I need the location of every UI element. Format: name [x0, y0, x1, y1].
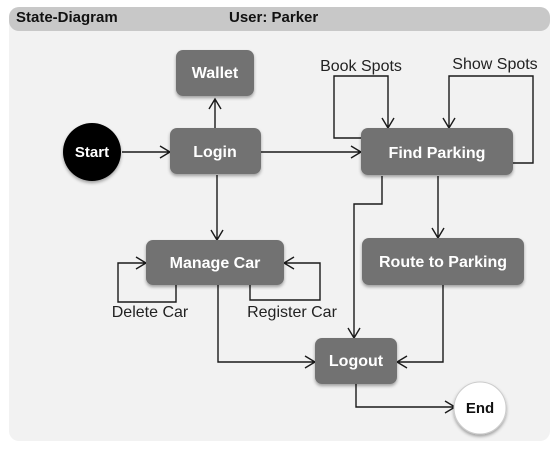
wallet-node-shape [176, 50, 254, 96]
login-node-shape [170, 128, 261, 174]
route-to-parking-node-shape [362, 238, 524, 285]
logout-node-label: Logout [329, 353, 384, 370]
logout-node-shape [315, 338, 397, 384]
state-end[interactable]: End [453, 381, 507, 435]
state-find-parking[interactable]: Find Parking [361, 128, 513, 175]
edge-managecar-logout [217, 285, 317, 369]
edge-label-show-spots: Show Spots [452, 56, 537, 73]
edge-label-register-car: Register Car [247, 304, 337, 321]
edge-login-findparking [261, 145, 363, 159]
end-node-label: End [466, 400, 494, 417]
wallet-node-label: Wallet [192, 65, 239, 82]
edge-login-wallet [208, 97, 222, 128]
diagram-canvas [9, 7, 550, 441]
edge-findparking-route [431, 176, 445, 240]
route-to-parking-node-label: Route to Parking [379, 254, 507, 271]
login-node-label: Login [193, 144, 237, 161]
state-wallet[interactable]: Wallet [176, 50, 254, 96]
edge-logout-end [355, 384, 457, 414]
diagram-title: State-Diagram [16, 9, 118, 26]
user-label: User: Parker [229, 9, 319, 26]
state-logout[interactable]: Logout [315, 338, 397, 384]
edge-label-book-spots: Book Spots [320, 58, 402, 75]
start-node-shape [63, 123, 121, 181]
edge-label-delete-car: Delete Car [112, 304, 189, 321]
state-start[interactable]: Start [63, 123, 121, 181]
edge-login-managecar [210, 175, 224, 242]
edge-start-login [122, 145, 172, 159]
state-login[interactable]: Login [170, 128, 261, 174]
find-parking-node-label: Find Parking [389, 145, 486, 162]
manage-car-node-label: Manage Car [170, 255, 261, 272]
end-node-shape [453, 381, 507, 435]
state-manage-car[interactable]: Manage Car [146, 240, 284, 285]
start-node-label: Start [75, 144, 109, 161]
header-bar [9, 7, 550, 31]
state-route-to-parking[interactable]: Route to Parking [362, 238, 524, 285]
manage-car-node-shape [146, 240, 284, 285]
find-parking-node-shape [361, 128, 513, 175]
edge-route-logout [395, 285, 444, 369]
